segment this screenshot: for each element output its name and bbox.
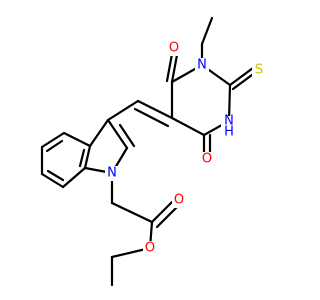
bond-c4-c5-inner [45,139,64,153]
bond-c2-c3-inner [118,123,136,148]
bond-c6-c7 [40,172,65,189]
atom-s-thione-label: S [255,63,263,78]
bond-c7-c7a [61,166,87,189]
bond-c4-c5 [170,116,206,137]
bond-ch2-cester [110,201,154,224]
atom-o-bottom: O [200,152,214,167]
atom-o-bottom-label: O [202,152,212,167]
bond-ester-co-a [150,200,174,224]
atom-o-top: O [166,41,180,56]
atom-o-ester: O [143,241,157,256]
bond-co-top-b [165,52,174,83]
atom-n-ethyl: N [195,58,209,73]
bond-c4-c5 [40,131,66,149]
atom-o-top-label: O [169,41,179,56]
bond-c3-c2 [106,118,129,150]
bond-c7a-c3a [83,144,92,170]
atom-n-ethyl-label: N [197,58,207,73]
atom-label-layer: N N H N S O O O O [105,41,266,256]
atom-n-indole: N [105,166,119,181]
bond-layer [40,16,258,287]
bond-c3a-c4 [62,131,92,148]
atom-o-carbonyl: O [172,193,186,208]
atom-nh: N H [221,114,235,140]
atom-nh-hydrogen-label: H [224,125,234,140]
atom-s-thione: S [252,63,266,78]
atom-n-indole-label: N [107,166,117,181]
molecule-structure: N N H N S O O O O [40,16,266,287]
atom-o-carbonyl-label: O [174,193,184,208]
atom-nh-label: N [224,114,234,129]
bond-c6-c7-inner [46,169,65,182]
atom-o-ester-label: O [145,241,155,256]
bond-ethyl-ch3 [200,16,214,46]
bond-c3-c3a [88,118,110,148]
bond-co-top-a [170,53,179,84]
bond-ch-indole [106,99,140,122]
bond-exo-double-a [136,99,174,120]
bond-thione-a [228,66,255,87]
bond-c3a-c7a-inner [78,148,86,168]
bond-c2-n3 [227,83,232,123]
bond-ester-co-b [155,205,179,229]
bond-exo-double-b [133,107,170,128]
